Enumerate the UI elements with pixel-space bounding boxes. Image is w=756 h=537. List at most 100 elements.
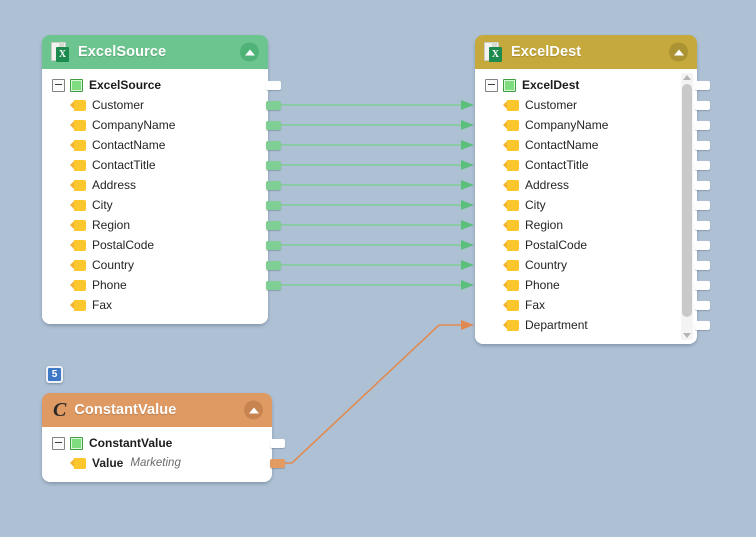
mapping-wire-arrow bbox=[461, 200, 474, 210]
field-label: ContactTitle bbox=[525, 158, 589, 172]
tree-root-label: ConstantValue bbox=[89, 436, 173, 450]
tree-root-label: ExcelDest bbox=[522, 78, 580, 92]
tree-root-row[interactable]: ExcelDest bbox=[475, 75, 697, 95]
output-port-root[interactable] bbox=[266, 80, 281, 90]
tree-field-row[interactable]: City bbox=[42, 195, 268, 215]
field-label: Value bbox=[92, 456, 124, 470]
output-port-companyname[interactable] bbox=[266, 120, 281, 130]
tree-field-row[interactable]: Country bbox=[475, 255, 697, 275]
node-header-constant-value[interactable]: C ConstantValue bbox=[42, 393, 272, 427]
tree-field-row[interactable]: Country bbox=[42, 255, 268, 275]
tree-field-row[interactable]: ContactTitle bbox=[42, 155, 268, 175]
field-label: Address bbox=[92, 178, 137, 192]
tree-field-row[interactable]: ContactName bbox=[42, 135, 268, 155]
mapping-wire-arrow bbox=[461, 100, 474, 110]
tree-field-row[interactable]: Customer bbox=[475, 95, 697, 115]
output-port-country[interactable] bbox=[266, 260, 281, 270]
dest-output-port-10[interactable] bbox=[695, 280, 710, 290]
dest-output-port-5[interactable] bbox=[695, 180, 710, 190]
tree-field-row[interactable]: PostalCode bbox=[475, 235, 697, 255]
field-tag-icon bbox=[503, 119, 519, 131]
vertical-scrollbar[interactable] bbox=[681, 73, 693, 340]
field-label: City bbox=[525, 198, 546, 212]
output-port-address[interactable] bbox=[266, 180, 281, 190]
collapse-toggle-icon[interactable] bbox=[669, 42, 688, 62]
dest-output-port-7[interactable] bbox=[695, 220, 710, 230]
tree-field-row[interactable]: City bbox=[475, 195, 697, 215]
tree-field-row[interactable]: Address bbox=[42, 175, 268, 195]
tree-field-row[interactable]: Phone bbox=[475, 275, 697, 295]
dest-output-port-8[interactable] bbox=[695, 240, 710, 250]
dest-output-port-12[interactable] bbox=[695, 320, 710, 330]
field-label: CompanyName bbox=[525, 118, 609, 132]
output-port-contactname[interactable] bbox=[266, 140, 281, 150]
tree-root-row[interactable]: ConstantValue bbox=[42, 433, 272, 453]
field-tag-icon bbox=[70, 457, 86, 469]
tree-field-row[interactable]: Phone bbox=[42, 275, 268, 295]
collapse-toggle-icon[interactable] bbox=[244, 400, 263, 420]
dest-output-port-4[interactable] bbox=[695, 160, 710, 170]
output-port-phone[interactable] bbox=[266, 280, 281, 290]
output-port-customer[interactable] bbox=[266, 100, 281, 110]
dest-output-port-1[interactable] bbox=[695, 100, 710, 110]
tree-field-row[interactable]: Department bbox=[475, 315, 697, 335]
field-label: Customer bbox=[525, 98, 578, 112]
output-port-city[interactable] bbox=[266, 200, 281, 210]
tree-field-row[interactable]: Region bbox=[475, 215, 697, 235]
field-tag-icon bbox=[503, 219, 519, 231]
tree-field-row[interactable]: Fax bbox=[42, 295, 268, 315]
constant-wire bbox=[274, 324, 463, 464]
constant-output-port-root[interactable] bbox=[270, 438, 285, 448]
tree-field-row[interactable]: CompanyName bbox=[42, 115, 268, 135]
node-header-excel-dest[interactable]: X ExcelDest bbox=[475, 35, 697, 69]
node-title: ConstantValue bbox=[74, 402, 177, 418]
node-header-excel-source[interactable]: X ExcelSource bbox=[42, 35, 268, 69]
field-label: Country bbox=[525, 258, 568, 272]
field-label: City bbox=[92, 198, 113, 212]
field-label: Phone bbox=[525, 278, 560, 292]
dest-output-port-0[interactable] bbox=[695, 80, 710, 90]
expander-icon[interactable] bbox=[485, 78, 498, 92]
field-tag-icon bbox=[70, 279, 86, 291]
tree-field-row[interactable]: Customer bbox=[42, 95, 268, 115]
tree-field-row[interactable]: ContactName bbox=[475, 135, 697, 155]
output-port-postalcode[interactable] bbox=[266, 240, 281, 250]
collapse-toggle-icon[interactable] bbox=[240, 42, 259, 62]
tree-field-row[interactable]: Region bbox=[42, 215, 268, 235]
dest-output-port-3[interactable] bbox=[695, 140, 710, 150]
dest-output-port-6[interactable] bbox=[695, 200, 710, 210]
tree-field-row[interactable]: CompanyName bbox=[475, 115, 697, 135]
tree-root-row[interactable]: ExcelSource bbox=[42, 75, 268, 95]
field-tag-icon bbox=[70, 139, 86, 151]
constant-output-port-value[interactable] bbox=[270, 458, 285, 468]
mapping-wire-arrow bbox=[461, 180, 474, 190]
field-tag-icon bbox=[70, 119, 86, 131]
expander-icon[interactable] bbox=[52, 436, 65, 450]
dest-output-port-9[interactable] bbox=[695, 260, 710, 270]
field-tag-icon bbox=[503, 179, 519, 191]
output-port-contacttitle[interactable] bbox=[266, 160, 281, 170]
expander-icon[interactable] bbox=[52, 78, 65, 92]
mapping-wire-arrow bbox=[461, 280, 474, 290]
tree-field-row[interactable]: PostalCode bbox=[42, 235, 268, 255]
tree-field-row[interactable]: ContactTitle bbox=[475, 155, 697, 175]
tree-field-row[interactable]: Address bbox=[475, 175, 697, 195]
scroll-down-arrow-icon[interactable] bbox=[683, 333, 691, 338]
tree-field-row[interactable]: Fax bbox=[475, 295, 697, 315]
field-label: ContactTitle bbox=[92, 158, 156, 172]
dest-output-port-11[interactable] bbox=[695, 300, 710, 310]
scrollbar-thumb[interactable] bbox=[682, 84, 692, 317]
dest-output-port-2[interactable] bbox=[695, 120, 710, 130]
field-tag-icon bbox=[503, 139, 519, 151]
output-port-region[interactable] bbox=[266, 220, 281, 230]
scroll-up-arrow-icon[interactable] bbox=[683, 75, 691, 80]
